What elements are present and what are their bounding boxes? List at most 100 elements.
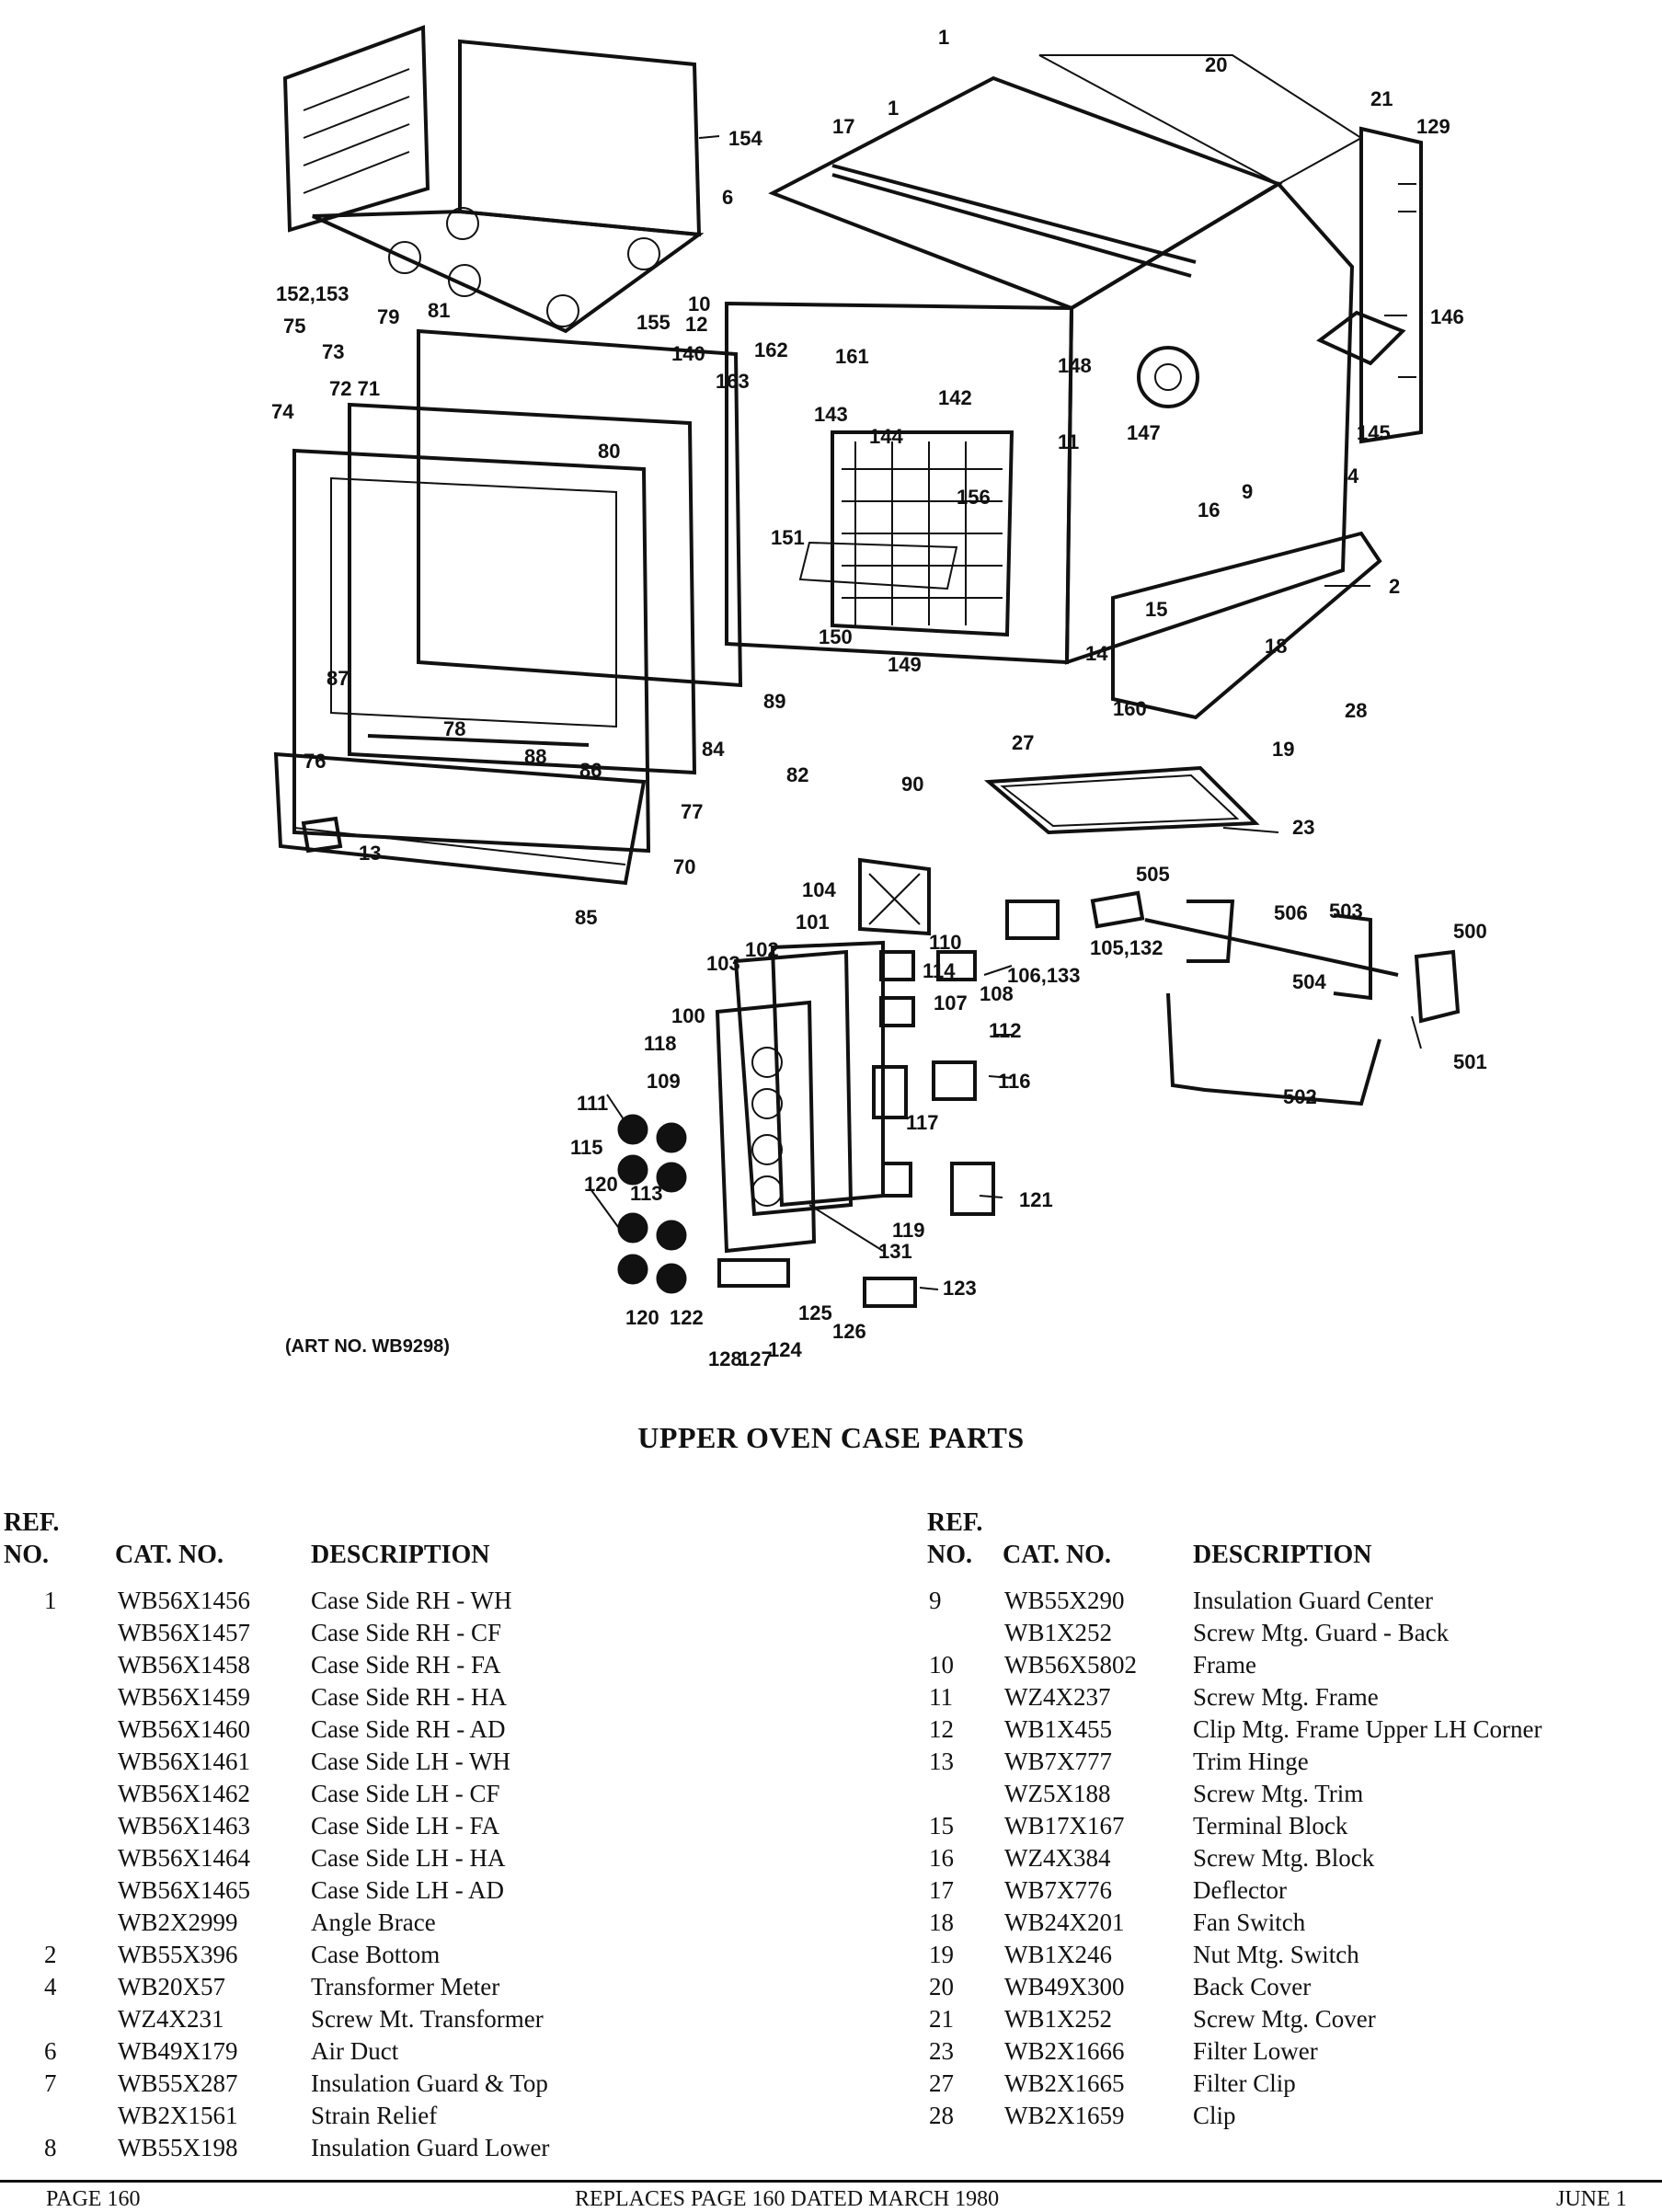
- case-bottom: [1111, 531, 1382, 720]
- ref-no: 23: [929, 2037, 954, 2065]
- callout-105-132: 105,132: [1090, 936, 1163, 959]
- ref-no: 17: [929, 1876, 954, 1904]
- callout-80: 80: [598, 440, 620, 463]
- description: Clip Mtg. Frame Upper LH Corner: [1193, 1715, 1542, 1743]
- callout-84: 84: [702, 738, 725, 761]
- callout-503: 503: [1329, 900, 1363, 923]
- callout-16: 16: [1198, 499, 1220, 521]
- cat-no: WB56X5802: [1004, 1651, 1137, 1679]
- callout-23: 23: [1292, 816, 1314, 839]
- callout-81: 81: [428, 299, 450, 322]
- callout-501: 501: [1453, 1050, 1487, 1073]
- left-desc-header: DESCRIPTION: [311, 1541, 490, 1569]
- ref-no: 18: [929, 1908, 954, 1936]
- callout-150: 150: [819, 625, 853, 648]
- callout-148: 148: [1058, 354, 1092, 377]
- callout-117: 117: [906, 1111, 939, 1134]
- cat-no: WZ4X384: [1004, 1844, 1111, 1872]
- cat-no: WB56X1456: [118, 1587, 250, 1614]
- description: Frame: [1193, 1651, 1256, 1679]
- description: Case Side RH - WH: [311, 1587, 512, 1614]
- callout-104: 104: [802, 878, 836, 901]
- callout-506: 506: [1274, 901, 1308, 924]
- right-ref-header-top: REF.: [927, 1508, 983, 1537]
- art-number: (ART NO. WB9298): [285, 1336, 450, 1357]
- callout-88: 88: [524, 745, 546, 768]
- filter-lower: [983, 765, 1260, 835]
- ref-no: 21: [929, 2005, 954, 2033]
- cat-no: WB20X57: [118, 1973, 225, 2000]
- callout-143: 143: [814, 403, 848, 426]
- callout-103: 103: [706, 952, 740, 975]
- callout-160: 160: [1113, 697, 1147, 720]
- description: Case Side LH - AD: [311, 1876, 504, 1904]
- cat-no: WB1X252: [1004, 2005, 1112, 2033]
- callout-89: 89: [763, 690, 785, 713]
- callout-1: 1: [888, 97, 899, 120]
- callout-115: 115: [570, 1136, 603, 1159]
- description: Filter Lower: [1193, 2037, 1318, 2065]
- callout-18: 18: [1265, 635, 1287, 658]
- callout-76: 76: [304, 750, 326, 773]
- ref-no: 16: [929, 1844, 954, 1872]
- callout-161: 161: [835, 345, 869, 368]
- callout-121: 121: [1019, 1188, 1053, 1211]
- description: Clip: [1193, 2102, 1236, 2129]
- description: Case Side RH - AD: [311, 1715, 506, 1743]
- description: Insulation Guard & Top: [311, 2069, 548, 2097]
- callout-504: 504: [1292, 970, 1326, 993]
- description: Fan Switch: [1193, 1908, 1306, 1936]
- right-ref-header: NO.: [927, 1541, 972, 1569]
- callout-labels: 1 20 21 129 1 17 6 154 146 152,153 155 1…: [271, 26, 1487, 1370]
- description: Screw Mtg. Frame: [1193, 1683, 1379, 1711]
- cat-no: WB2X1659: [1004, 2102, 1125, 2129]
- cat-no: WB56X1465: [118, 1876, 250, 1904]
- description: Insulation Guard Center: [1193, 1587, 1433, 1614]
- callout-102: 102: [745, 938, 779, 961]
- description: Screw Mtg. Block: [1193, 1844, 1375, 1872]
- callout-19: 19: [1272, 738, 1294, 761]
- callout-6: 6: [722, 186, 733, 209]
- description: Back Cover: [1193, 1973, 1312, 2000]
- callout-73: 73: [322, 340, 344, 363]
- right-desc-header: DESCRIPTION: [1193, 1541, 1372, 1569]
- description: Case Side LH - HA: [311, 1844, 506, 1872]
- callout-77: 77: [681, 800, 703, 823]
- callout-120b: 120: [625, 1306, 659, 1329]
- callout-20: 20: [1205, 53, 1227, 76]
- replaces-note: REPLACES PAGE 160 DATED MARCH 1980: [575, 2187, 1000, 2211]
- callout-78: 78: [443, 717, 465, 740]
- cat-no: WB55X287: [118, 2069, 238, 2097]
- leader-lines: [588, 135, 1422, 1290]
- clock-and-switches: [717, 857, 1060, 1308]
- callout-147: 147: [1127, 421, 1161, 444]
- cat-no: WB56X1459: [118, 1683, 250, 1711]
- callout-15: 15: [1145, 598, 1167, 621]
- ref-no: 8: [44, 2134, 57, 2161]
- callout-116: 116: [998, 1070, 1031, 1093]
- callout-129: 129: [1416, 115, 1450, 138]
- callout-145: 145: [1357, 421, 1391, 444]
- cat-no: WB55X198: [118, 2134, 238, 2161]
- control-knobs: [617, 1114, 687, 1294]
- cat-no: WB49X300: [1004, 1973, 1125, 2000]
- callout-500: 500: [1453, 920, 1487, 943]
- callout-126: 126: [832, 1320, 866, 1343]
